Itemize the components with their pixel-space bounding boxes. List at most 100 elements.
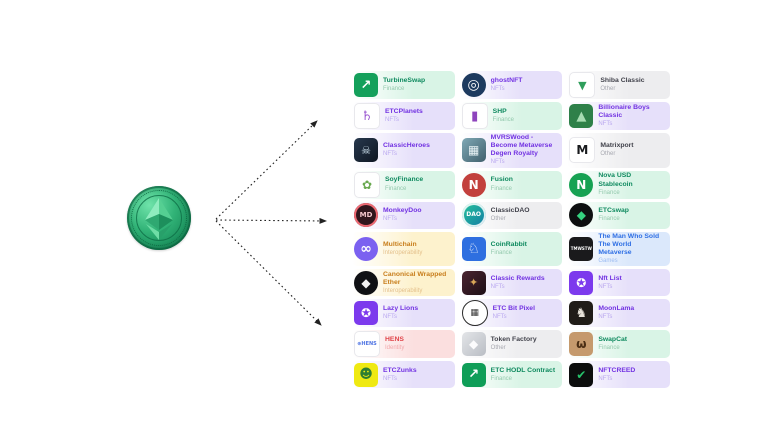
app-category-label: NFTs — [383, 216, 397, 223]
moonlama-icon: ♞ — [569, 301, 594, 326]
app-name: The Man Who Sold The World Metaverse — [598, 232, 660, 256]
app-category-label: Other — [490, 345, 506, 352]
app-name: Classic Rewards — [490, 274, 545, 282]
app-card[interactable]: ↗ ETC HODL Contract Finance — [459, 361, 563, 389]
app-card[interactable]: ✔ NFTCREED NFTs — [567, 361, 670, 389]
nft-list-icon: ✪ — [569, 270, 594, 295]
app-category-label: NFTs — [490, 85, 505, 92]
app-card[interactable]: ♞ MoonLama NFTs — [567, 299, 670, 328]
mvrswood-icon: ▦ — [461, 138, 486, 163]
app-card[interactable]: ▼ Shiba Classic Other — [567, 71, 670, 99]
etc-hodl-contract-icon: ↗ — [461, 362, 486, 387]
coinrabbit-icon: ♘ — [461, 236, 486, 261]
app-name: ETC Bit Pixel — [492, 305, 535, 313]
tmwstw-icon: TMWSTW — [569, 236, 594, 261]
app-category-label: NFTs — [383, 314, 397, 321]
multichain-icon: ∞ — [354, 236, 378, 261]
app-name: Multichain — [383, 240, 417, 248]
app-category-label: Finance — [383, 85, 405, 92]
app-name: SwapCat — [598, 336, 628, 344]
app-card[interactable]: M Matrixport Other — [567, 133, 670, 168]
etcswap-icon: ◆ — [569, 203, 594, 228]
app-category-label: NFTs — [598, 314, 613, 321]
etczunks-icon: ☻ — [354, 362, 378, 387]
app-card[interactable]: ☠ ClassicHeroes NFTs — [352, 133, 455, 168]
app-name: MVRSWood - Become Metaverse Degen Royalt… — [490, 134, 553, 158]
classicdao-icon: DAO — [461, 203, 486, 228]
monkeydoo-icon: MD — [354, 203, 378, 228]
app-name: ghostNFT — [490, 76, 523, 84]
app-name: Token Factory — [490, 336, 537, 344]
app-card[interactable]: ✿ SoyFinance Finance — [352, 170, 455, 199]
app-card[interactable]: ✦ Classic Rewards NFTs — [459, 269, 563, 297]
app-category-label: NFTs — [598, 283, 613, 290]
app-name: HENS — [385, 336, 404, 344]
app-category-label: NFTs — [490, 159, 505, 166]
app-name: SHP — [492, 107, 507, 115]
app-card[interactable]: ∞ Multichain Interoperability — [352, 231, 455, 267]
app-card[interactable]: ✪ Lazy Lions NFTs — [352, 299, 455, 328]
app-name: NFTCREED — [598, 366, 636, 374]
app-name: ETC HODL Contract — [490, 366, 556, 374]
app-card[interactable]: ♄ ETCPlanets NFTs — [352, 102, 455, 130]
app-category-label: Finance — [385, 185, 407, 192]
app-card[interactable]: N Nova USD Stablecoin Finance — [567, 170, 670, 199]
app-card[interactable]: DAO ClassicDAO Other — [459, 201, 563, 229]
app-card[interactable]: ◆ Token Factory Other — [459, 330, 563, 359]
app-category-label: Finance — [598, 189, 620, 196]
app-category-label: NFTs — [492, 314, 507, 321]
matrixport-icon: M — [569, 137, 596, 164]
app-category-label: Other — [600, 85, 616, 92]
nova-usd-stablecoin-icon: N — [569, 172, 594, 197]
fusion-icon: N — [461, 172, 486, 197]
app-card[interactable]: ▦ MVRSWood - Become Metaverse Degen Roya… — [459, 133, 563, 168]
app-card[interactable]: N Fusion Finance — [459, 170, 563, 199]
app-name: Billionaire Boys Classic — [598, 103, 650, 119]
hens-icon: ⊕HENS — [354, 331, 380, 358]
ethereum-classic-coin — [127, 186, 191, 250]
app-card[interactable]: ◎ ghostNFT NFTs — [459, 71, 563, 99]
nftcreed-icon: ✔ — [569, 362, 594, 387]
app-category-label: Interoperability — [383, 287, 423, 294]
app-name: ETCZunks — [383, 366, 417, 374]
app-name: ClassicDAO — [490, 206, 530, 214]
app-category-label: Finance — [598, 345, 620, 352]
app-name: Canonical Wrapped Ether — [383, 270, 447, 286]
app-name: SoyFinance — [385, 176, 424, 184]
app-card[interactable]: ✪ Nft List NFTs — [567, 269, 670, 297]
app-name: Lazy Lions — [383, 305, 419, 313]
app-category-label: Other — [490, 216, 506, 223]
app-card[interactable]: ↗ TurbineSwap Finance — [352, 71, 455, 99]
classicheroes-icon: ☠ — [354, 138, 378, 163]
app-card[interactable]: TMWSTW The Man Who Sold The World Metave… — [567, 231, 670, 267]
app-card[interactable]: MD MonkeyDoo NFTs — [352, 201, 455, 229]
app-name: CoinRabbit — [490, 240, 527, 248]
app-card[interactable]: ▲ Billionaire Boys Classic NFTs — [567, 102, 670, 130]
app-card[interactable]: ▦ ETC Bit Pixel NFTs — [459, 299, 563, 328]
shp-icon: ▮ — [461, 103, 488, 129]
app-category-label: Finance — [490, 375, 513, 382]
app-card[interactable]: ▮ SHP Finance — [459, 102, 563, 130]
app-card[interactable]: ⊕HENS HENS Identity — [352, 330, 455, 359]
app-category-label: NFTs — [490, 283, 505, 290]
app-category-label: Identity — [385, 345, 405, 352]
app-category-label: NFTs — [383, 375, 397, 382]
app-card[interactable]: ♘ CoinRabbit Finance — [459, 231, 563, 267]
app-name: Fusion — [490, 176, 513, 184]
app-name: ETCPlanets — [385, 107, 423, 115]
app-card[interactable]: ω SwapCat Finance — [567, 330, 670, 359]
token-factory-icon: ◆ — [461, 332, 486, 357]
etcplanets-icon: ♄ — [354, 103, 380, 129]
app-card[interactable]: ◆ ETCswap Finance — [567, 201, 670, 229]
app-name: ETCswap — [598, 206, 629, 214]
app-category-label: Interoperability — [383, 249, 423, 256]
app-name: Shiba Classic — [600, 76, 645, 84]
app-card[interactable]: ☻ ETCZunks NFTs — [352, 361, 455, 389]
classic-rewards-icon: ✦ — [461, 270, 486, 295]
app-name: MoonLama — [598, 305, 635, 313]
app-grid: ↗ TurbineSwap Finance ◎ ghostNFT NFTs ▼ … — [352, 71, 670, 389]
app-category-label: Finance — [492, 116, 515, 123]
app-card[interactable]: ◆ Canonical Wrapped Ether Interoperabili… — [352, 269, 455, 297]
canonical-wrapped-ether-icon: ◆ — [354, 270, 378, 295]
